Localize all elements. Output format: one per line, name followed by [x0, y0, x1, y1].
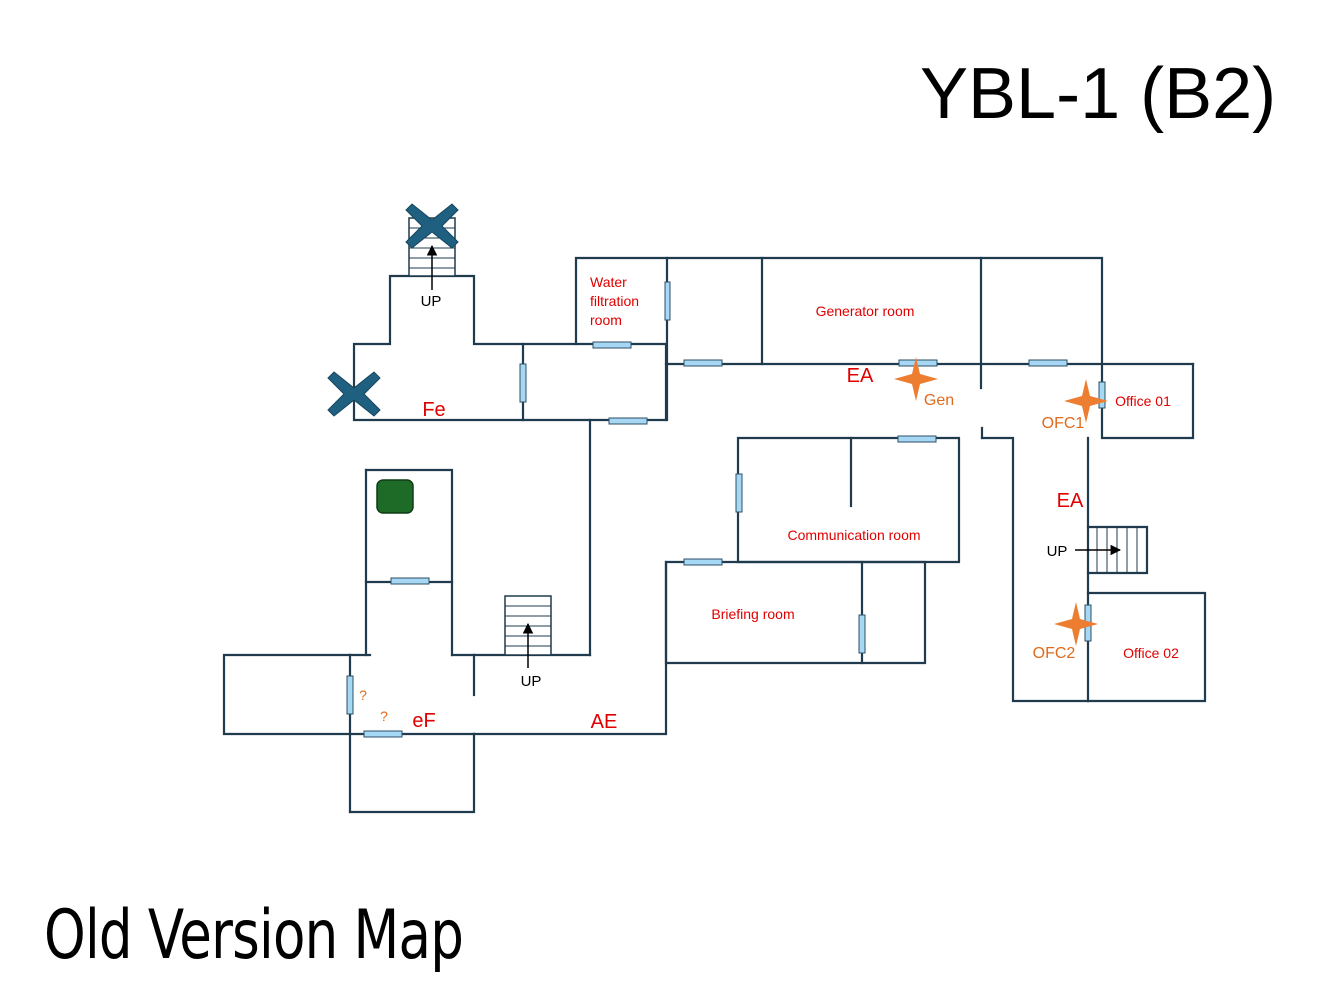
door [363, 730, 403, 738]
door [735, 473, 743, 513]
room-label-water-line3: room [590, 312, 622, 328]
stairs-south: UP [504, 595, 552, 690]
zone-label-fe: Fe [422, 399, 445, 421]
star-marker-icon [1064, 379, 1108, 423]
zone-label-ae: AE [591, 711, 618, 733]
up-label: UP [521, 673, 542, 690]
up-label: UP [421, 293, 442, 310]
door [519, 363, 527, 403]
zone-label-ea-right: EA [1057, 490, 1084, 512]
door [898, 359, 938, 367]
door [897, 435, 937, 443]
room-label-water-line2: filtration [590, 293, 639, 309]
map-title: YBL-1 (B2) [920, 54, 1277, 134]
door [346, 675, 354, 715]
star-marker-icon [894, 357, 938, 401]
blocked-x-icon [327, 371, 381, 417]
up-label: UP [1047, 543, 1068, 560]
marker-label-ofc2: OFC2 [1033, 645, 1076, 662]
door [664, 281, 671, 321]
zone-label-ea-top: EA [847, 365, 874, 387]
green-square-icon [376, 479, 414, 514]
door [1028, 359, 1068, 367]
room-label-generator: Generator room [816, 303, 915, 319]
stairs-east: UP [1047, 527, 1138, 573]
door [1098, 381, 1106, 409]
marker-label-ofc1: OFC1 [1042, 415, 1085, 432]
unknown-marker: ? [380, 708, 388, 724]
room-label-water-line1: Water [590, 274, 627, 290]
room-label-briefing: Briefing room [711, 606, 794, 622]
star-marker-icon [1054, 602, 1098, 646]
door [608, 417, 648, 425]
door [390, 577, 430, 585]
stairs-north: UP [408, 217, 456, 310]
room-label-communication: Communication room [787, 527, 920, 543]
marker-label-gen: Gen [924, 392, 954, 409]
doors [346, 281, 1106, 738]
door [683, 359, 723, 367]
door [858, 614, 866, 654]
room-label-office-02: Office 02 [1123, 645, 1179, 661]
unknown-marker: ? [359, 687, 367, 703]
map-footer-note: Old Version Map [44, 896, 464, 975]
walls [222, 256, 1207, 814]
door [683, 558, 723, 566]
door [592, 341, 632, 349]
zone-label-ef: eF [412, 710, 435, 732]
blocked-x-icon [405, 203, 459, 249]
room-label-office-01: Office 01 [1115, 393, 1171, 409]
